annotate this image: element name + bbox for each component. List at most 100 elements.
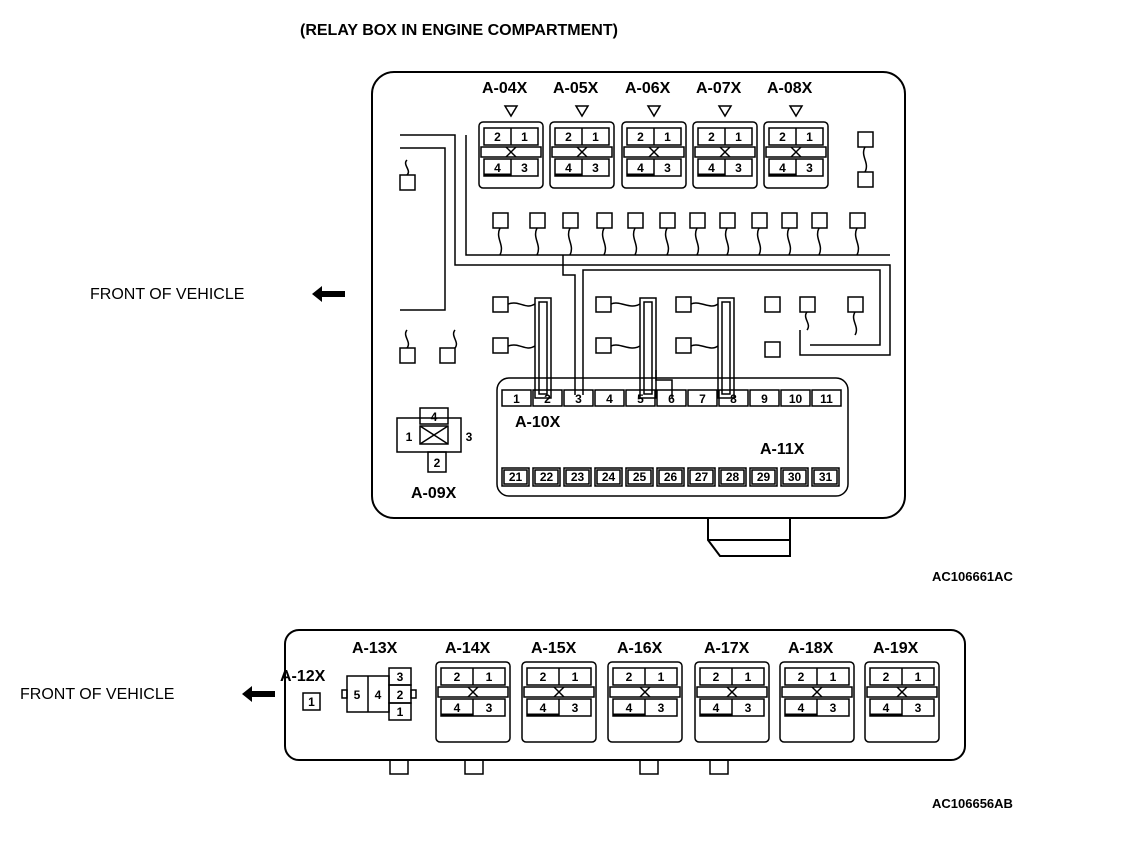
connector-pin-label: 2 xyxy=(397,688,404,702)
terminal xyxy=(719,212,736,229)
connector-pin xyxy=(811,467,840,487)
relay-label-a04x: A-04X xyxy=(482,80,528,97)
relay-a-05x-pin-label: 4 xyxy=(565,161,572,175)
arrow-left-icon xyxy=(242,686,275,702)
mounting-tab xyxy=(709,760,729,775)
jumper-strap xyxy=(534,297,552,399)
connector-label-a12x: A-12X xyxy=(280,668,326,685)
relay-a-16x-pin-label: 4 xyxy=(626,701,633,715)
relay-a-08x-pin-label: 2 xyxy=(779,130,786,144)
connector-pin-label: 22 xyxy=(540,470,554,484)
connector-pin xyxy=(532,389,563,407)
relay-a-05x-pin-label: 3 xyxy=(592,161,599,175)
relay-a-05x-pin-label: 1 xyxy=(592,130,599,144)
jumper-strap xyxy=(639,297,657,399)
terminal xyxy=(675,337,692,354)
triangle-marker-a-08x xyxy=(788,105,804,118)
connector-pin xyxy=(656,467,685,487)
connector-pin-label: 10 xyxy=(789,392,803,406)
relay-a-16x-band xyxy=(609,686,681,698)
relay-a-18x-pin-label: 3 xyxy=(830,701,837,715)
connector-label-a10x: A-10X xyxy=(515,414,561,431)
connector-a10x-a11x-outline xyxy=(496,377,849,497)
relay-a-19x-pin-label: 2 xyxy=(883,670,890,684)
connector-pin-label: 4 xyxy=(606,392,613,406)
figure-code-upper: AC106661AC xyxy=(932,569,1013,584)
connector-pin-label: 3 xyxy=(575,392,582,406)
upper-relay-box-outline xyxy=(371,71,906,519)
terminal xyxy=(492,337,509,354)
connector-pin xyxy=(625,389,656,407)
connector-pin xyxy=(780,467,809,487)
triangle-marker-a-06x xyxy=(646,105,662,118)
connector-a09x-pin xyxy=(419,407,449,425)
relay-a-17x-pin-label: 2 xyxy=(713,670,720,684)
connector-pin-label: 3 xyxy=(397,670,404,684)
relay-a-18x-pin-label: 1 xyxy=(830,670,837,684)
terminal xyxy=(764,341,781,358)
relay-a-17x-pin-label: 1 xyxy=(745,670,752,684)
relay-a-19x-pin-label: 1 xyxy=(915,670,922,684)
terminal xyxy=(595,337,612,354)
relay-label-a14x: A-14X xyxy=(445,640,491,657)
relay-a-07x-pin-label: 1 xyxy=(735,130,742,144)
connector-pin xyxy=(594,389,625,407)
connector-pin-label: 9 xyxy=(761,392,768,406)
connector-pin xyxy=(780,389,811,407)
connector-pin-label: 23 xyxy=(571,470,585,484)
terminal xyxy=(399,174,416,191)
front-of-vehicle-label-lower: FRONT OF VEHICLE xyxy=(20,686,175,703)
terminal xyxy=(689,212,706,229)
relay-a-08x-pin-label: 3 xyxy=(806,161,813,175)
relay-a-15x-pin-label: 4 xyxy=(540,701,547,715)
connector-pin xyxy=(749,467,778,487)
connector-pin xyxy=(718,467,747,487)
relay-a-17x-outline xyxy=(694,661,770,743)
connector-a13x-pin xyxy=(388,702,412,721)
terminal xyxy=(595,296,612,313)
terminal xyxy=(857,131,874,148)
relay-a-07x-band xyxy=(694,146,756,158)
connector-pin-label: 4 xyxy=(431,410,438,424)
relay-a-17x-pin-label: 3 xyxy=(745,701,752,715)
connector-pin-label: 7 xyxy=(699,392,706,406)
relay-a-15x-pin-label: 2 xyxy=(540,670,547,684)
connector-label-a11x: A-11X xyxy=(760,441,805,458)
terminal xyxy=(492,212,509,229)
relay-label-a18x: A-18X xyxy=(788,640,834,657)
terminal xyxy=(847,296,864,313)
connector-label-a13x: A-13X xyxy=(352,640,398,657)
relay-a-18x-outline xyxy=(779,661,855,743)
connector-pin-label: 4 xyxy=(375,688,382,702)
connector-pin-label: 11 xyxy=(820,392,833,406)
relay-a-17x-pin-label: 4 xyxy=(713,701,720,715)
relay-a-19x-pin-label: 3 xyxy=(915,701,922,715)
terminal xyxy=(399,347,416,364)
relay-a-18x-band xyxy=(781,686,853,698)
connector-pin xyxy=(563,389,594,407)
relay-a-05x-outline xyxy=(549,121,615,189)
relay-a-16x-pin-label: 2 xyxy=(626,670,633,684)
terminal xyxy=(596,212,613,229)
connector-pin-label: 1 xyxy=(513,392,520,406)
connector-pin-label: 30 xyxy=(788,470,802,484)
connector-pin xyxy=(811,389,842,407)
relay-a-04x-pin-label: 1 xyxy=(521,130,528,144)
relay-a-14x-pin-label: 1 xyxy=(486,670,493,684)
connector-pin-label: 24 xyxy=(602,470,616,484)
connector-pin-label: 2 xyxy=(544,392,551,406)
relay-label-a05x: A-05X xyxy=(553,80,599,97)
relay-a-17x-band xyxy=(696,686,768,698)
relay-label-a17x: A-17X xyxy=(704,640,750,657)
connector-pin-label: 2 xyxy=(434,456,441,470)
triangle-marker-a-07x xyxy=(717,105,733,118)
relay-a-06x-outline xyxy=(621,121,687,189)
relay-a-06x-pin-label: 3 xyxy=(664,161,671,175)
terminal xyxy=(675,296,692,313)
relay-a-19x-pin-label: 4 xyxy=(883,701,890,715)
diagram-title: (RELAY BOX IN ENGINE COMPARTMENT) xyxy=(300,22,618,39)
relay-a-08x-pin-label: 1 xyxy=(806,130,813,144)
relay-a-04x-pin-label: 2 xyxy=(494,130,501,144)
relay-a-04x-outline xyxy=(478,121,544,189)
relay-a-06x-pin-label: 2 xyxy=(637,130,644,144)
